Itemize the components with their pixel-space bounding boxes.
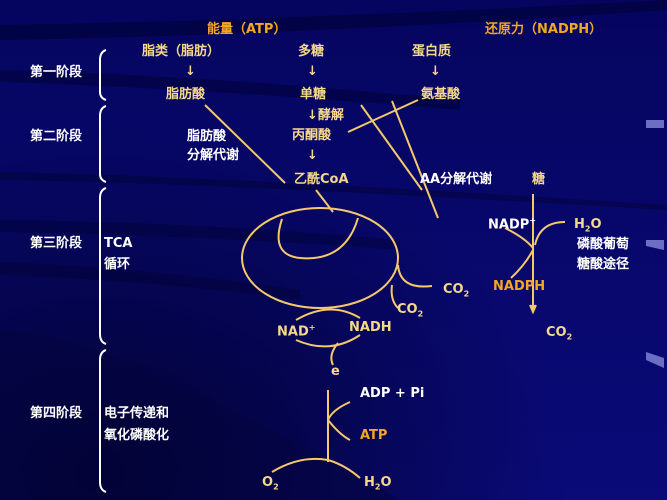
acetyl-coa: 乙酰CoA xyxy=(294,172,349,187)
pyruvate: 丙酮酸 xyxy=(292,128,332,143)
subscript: 2 xyxy=(463,289,470,299)
text-part: O xyxy=(590,217,602,232)
adp-pi-label: ADP + Pi xyxy=(360,386,425,401)
nadp-plus-label: NADP+ xyxy=(488,213,536,233)
fatty-acid-line xyxy=(204,104,286,184)
nad-plus-label: NAD+ xyxy=(277,320,315,340)
h2o-label: H2O xyxy=(364,475,392,496)
ppp-label-line2: 糖酸途径 xyxy=(577,257,630,272)
etc-label-line1: 电子传递和 xyxy=(104,406,170,421)
deco-tab xyxy=(646,120,664,128)
text-part: H xyxy=(364,475,375,490)
subscript: 2 xyxy=(273,482,279,492)
text-part: NAD xyxy=(277,324,309,340)
text-part: NADP xyxy=(488,217,530,233)
subscript: 2 xyxy=(584,224,591,234)
arrow-down: ↓ xyxy=(307,64,318,79)
fa-metabolism-line1: 脂肪酸 xyxy=(187,129,227,144)
sugar: 糖 xyxy=(532,172,546,187)
text-part: CO xyxy=(397,302,418,317)
polysaccharide: 多糖 xyxy=(298,44,325,59)
atp-label: ATP xyxy=(360,428,388,443)
arrow-down: ↓ xyxy=(185,64,196,79)
aa-to-pyruvate-line xyxy=(347,99,419,133)
tca-inner-loop xyxy=(277,217,359,260)
reducing-power-header: 还原力（NADPH） xyxy=(485,22,603,37)
protein: 蛋白质 xyxy=(412,44,452,59)
nadph-label: NADPH xyxy=(493,279,546,294)
text-part: CO xyxy=(546,325,567,340)
co2-label: CO2 xyxy=(546,325,572,346)
superscript: + xyxy=(529,216,536,225)
text-part: O xyxy=(380,475,392,490)
tca-label-line2: 循环 xyxy=(104,257,131,272)
nadh-label: NADH xyxy=(349,320,392,335)
text-part: H xyxy=(574,217,585,232)
subscript: 2 xyxy=(417,309,424,319)
electron-label: e xyxy=(331,364,340,379)
tca-cycle xyxy=(241,207,399,309)
arrow-down: ↓ xyxy=(430,64,441,79)
subscript: 2 xyxy=(374,482,381,492)
tca-label-line1: TCA xyxy=(104,236,133,251)
co2-label: CO2 xyxy=(397,302,423,323)
glycolysis: ↓酵解 xyxy=(307,108,344,123)
amino-acid: 氨基酸 xyxy=(421,87,461,102)
superscript: + xyxy=(308,323,316,332)
h2o-label: H2O xyxy=(574,217,602,238)
lipids: 脂类（脂肪） xyxy=(142,44,221,59)
energy-header: 能量（ATP） xyxy=(207,22,287,37)
text-part: O xyxy=(262,475,274,490)
monosaccharide: 单糖 xyxy=(300,87,327,102)
ppp-label-line1: 磷酸葡萄 xyxy=(577,237,630,252)
aa-metabolism: AA分解代谢 xyxy=(420,172,493,187)
arrow-down: ↓ xyxy=(307,148,318,163)
stage-1-label: 第一阶段 xyxy=(30,65,83,80)
text-part: CO xyxy=(443,282,464,297)
subscript: 2 xyxy=(566,332,573,342)
etc-label-line2: 氧化磷酸化 xyxy=(104,428,170,443)
fa-metabolism-line2: 分解代谢 xyxy=(187,148,240,163)
stage-braces xyxy=(99,49,107,493)
co2-label: CO2 xyxy=(443,282,469,303)
o2-label: O2 xyxy=(262,475,279,496)
fatty-acid: 脂肪酸 xyxy=(166,87,206,102)
stage-2-label: 第二阶段 xyxy=(30,129,83,144)
stage-3-label: 第三阶段 xyxy=(30,236,83,251)
stage-4-label: 第四阶段 xyxy=(30,406,83,421)
